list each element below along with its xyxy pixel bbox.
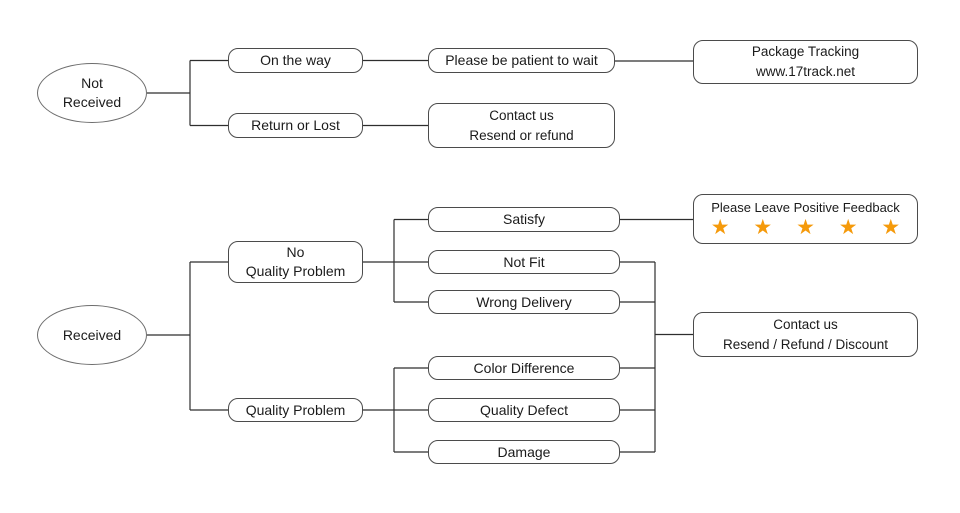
node-not-fit: Not Fit: [428, 250, 620, 274]
node-return-or-lost: Return or Lost: [228, 113, 363, 138]
node-package-tracking: Package Tracking www.17track.net: [693, 40, 918, 84]
node-not-received: Not Received: [37, 63, 147, 123]
node-quality-defect: Quality Defect: [428, 398, 620, 422]
node-no-quality-problem: No Quality Problem: [228, 241, 363, 283]
node-contact-us-resend-refund-discount: Contact us Resend / Refund / Discount: [693, 312, 918, 357]
node-received: Received: [37, 305, 147, 365]
node-on-the-way: On the way: [228, 48, 363, 73]
node-damage: Damage: [428, 440, 620, 464]
node-color-difference: Color Difference: [428, 356, 620, 380]
node-quality-problem: Quality Problem: [228, 398, 363, 422]
star-rating-icon: ★ ★ ★ ★ ★: [710, 216, 910, 239]
node-wrong-delivery: Wrong Delivery: [428, 290, 620, 314]
node-positive-feedback: Please Leave Positive Feedback ★ ★ ★ ★ ★: [693, 194, 918, 244]
node-please-be-patient: Please be patient to wait: [428, 48, 615, 73]
node-contact-us-resend-refund: Contact us Resend or refund: [428, 103, 615, 148]
node-satisfy: Satisfy: [428, 207, 620, 232]
feedback-title: Please Leave Positive Feedback: [711, 200, 900, 215]
